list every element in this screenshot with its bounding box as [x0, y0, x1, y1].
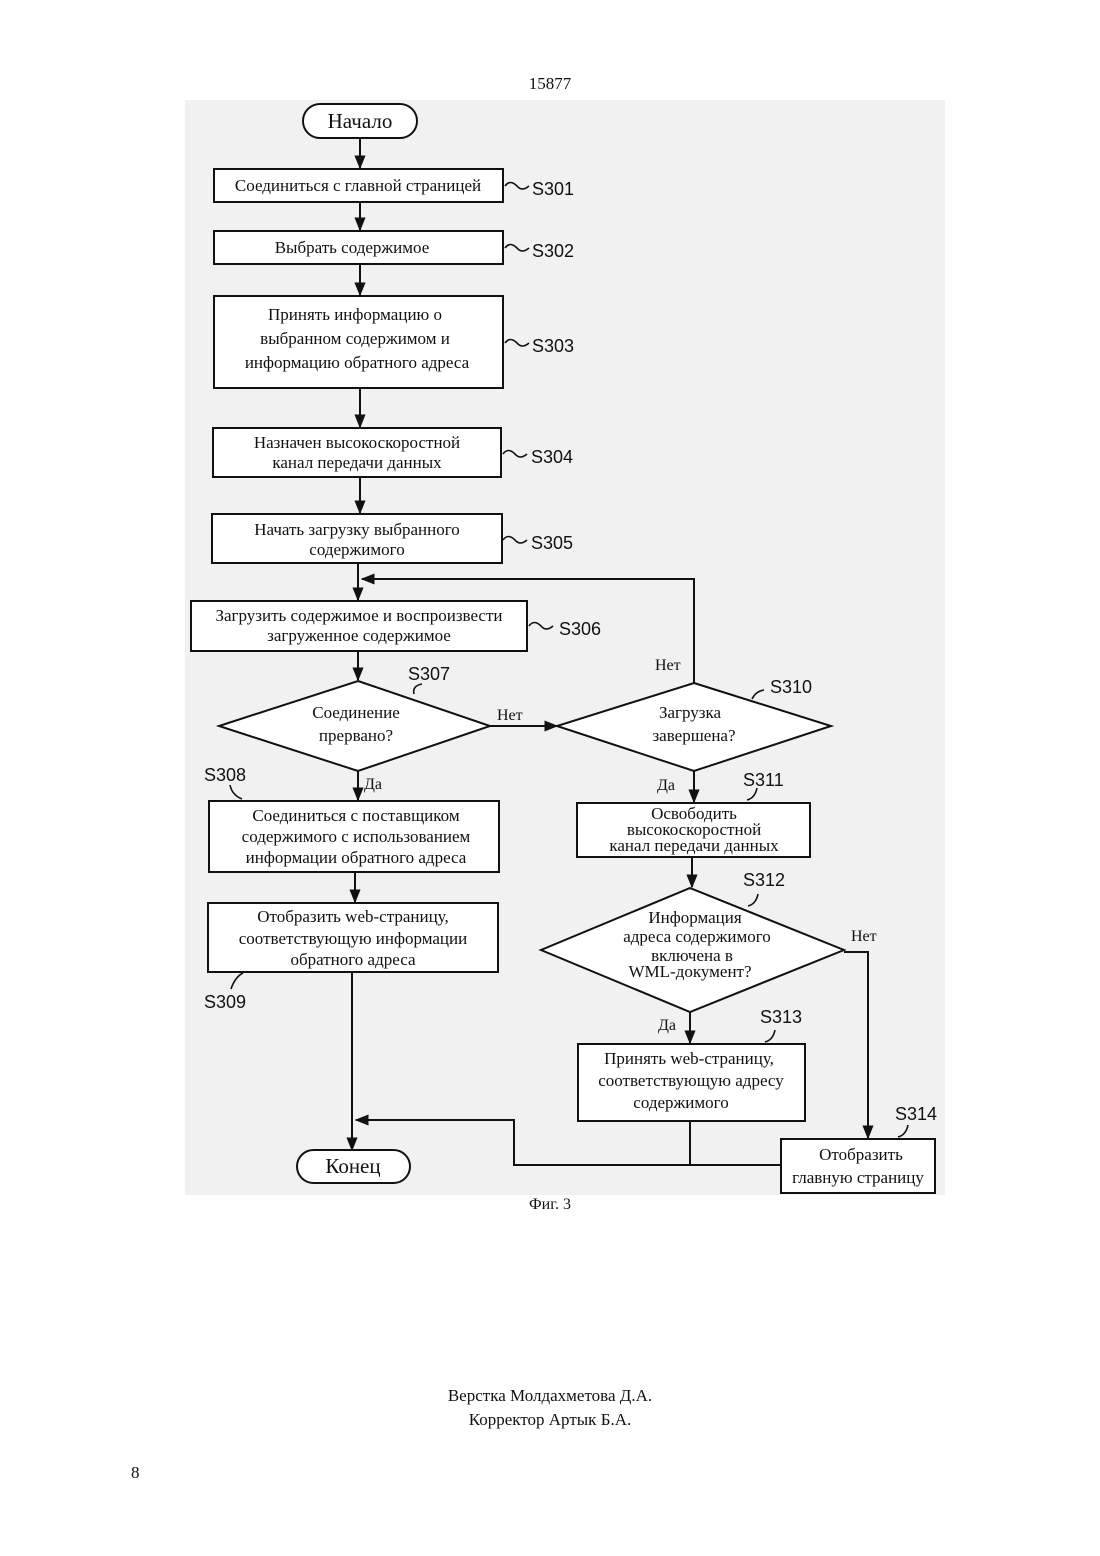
flowchart-figure: Начало Конец Соединиться с главной стран…	[185, 100, 945, 1195]
s310-text-line-1: Загрузка	[659, 703, 722, 722]
s304-text-line-1: Назначен высокоскоростной	[254, 433, 460, 452]
s313-step-label: S313	[760, 1007, 802, 1027]
s313-leader	[765, 1030, 775, 1042]
s307-leader	[414, 684, 422, 694]
s305-leader	[503, 537, 527, 544]
s310-step-label: S310	[770, 677, 812, 697]
s312-yes-label: Да	[658, 1017, 676, 1034]
s306-leader	[529, 623, 553, 630]
s304-text-line-2: канал передачи данных	[272, 453, 442, 472]
figure-caption: Фиг. 3	[0, 1196, 1100, 1214]
s310-yes-label: Да	[657, 777, 675, 794]
s310-text-line-2: завершена?	[652, 726, 735, 745]
s312-text-line-4: WML-документ?	[628, 962, 751, 981]
s314-leader	[898, 1125, 908, 1137]
s314-text-line-2: главную страницу	[792, 1168, 924, 1187]
corrector-credit: Корректор Артык Б.А.	[0, 1408, 1100, 1432]
s301-text: Соединиться с главной страницей	[235, 176, 481, 195]
s303-text-line-2: выбранном содержимом и	[260, 329, 450, 348]
s301-leader	[505, 183, 529, 190]
s302-text: Выбрать содержимое	[275, 238, 430, 257]
s308-text-line-1: Соединиться с поставщиком	[252, 806, 459, 825]
s309-step-label: S309	[204, 992, 246, 1012]
page-number-bottom: 8	[131, 1463, 140, 1483]
s306-text-line-2: загруженное содержимое	[267, 626, 451, 645]
end-terminator: Конец	[297, 1150, 410, 1183]
s312-step-label: S312	[743, 870, 785, 890]
s308-text-line-3: информации обратного адреса	[246, 848, 467, 867]
s305-text-line-1: Начать загрузку выбранного	[254, 520, 460, 539]
s307-yes-label: Да	[364, 776, 382, 793]
s313-text-line-2: соответствующую адресу	[598, 1071, 784, 1090]
s308-leader	[230, 785, 242, 799]
s311-text-line-3: канал передачи данных	[609, 836, 779, 855]
s305-text-line-2: содержимого	[309, 540, 404, 559]
s312-text-line-2: адреса содержимого	[623, 927, 771, 946]
s303-text-line-1: Принять информацию о	[268, 305, 442, 324]
s301-step-label: S301	[532, 179, 574, 199]
s302-leader	[505, 245, 529, 252]
s304-step-label: S304	[531, 447, 573, 467]
arrow-s312-s314	[844, 952, 868, 1138]
s309-leader	[231, 973, 243, 989]
s312-no-label: Нет	[851, 928, 877, 945]
arrow-merge-end	[356, 1120, 781, 1165]
s303-text-line-3: информацию обратного адреса	[245, 353, 470, 372]
s310-no-label: Нет	[655, 657, 681, 674]
s304-leader	[503, 451, 527, 458]
s307-no-label: Нет	[497, 707, 523, 724]
credits-block: Верстка Молдахметова Д.А. Корректор Арты…	[0, 1384, 1100, 1432]
layout-credit: Верстка Молдахметова Д.А.	[0, 1384, 1100, 1408]
s310-leader	[752, 690, 764, 699]
end-label: Конец	[325, 1154, 380, 1178]
s312-leader	[748, 894, 758, 906]
s303-step-label: S303	[532, 336, 574, 356]
s307-step-label: S307	[408, 664, 450, 684]
s303-leader	[505, 340, 529, 347]
s311-step-label: S311	[743, 770, 784, 790]
s306-step-label: S306	[559, 619, 601, 639]
s309-text-line-1: Отобразить web-страницу,	[257, 907, 448, 926]
s314-step-label: S314	[895, 1104, 937, 1124]
s313-text-line-3: содержимого	[633, 1093, 728, 1112]
s309-text-line-2: соответствующую информации	[239, 929, 467, 948]
s302-step-label: S302	[532, 241, 574, 261]
start-label: Начало	[328, 109, 393, 133]
s308-text-line-2: содержимого с использованием	[242, 827, 471, 846]
s313-text-line-1: Принять web-страницу,	[604, 1049, 774, 1068]
s307-text-line-2: прервано?	[319, 726, 393, 745]
flowchart-canvas: Начало Конец Соединиться с главной стран…	[185, 100, 945, 1195]
s306-text-line-1: Загрузить содержимое и воспроизвести	[215, 606, 502, 625]
s312-text-line-1: Информация	[648, 908, 742, 927]
s308-step-label: S308	[204, 765, 246, 785]
s314-text-line-1: Отобразить	[819, 1145, 903, 1164]
start-terminator: Начало	[303, 104, 417, 138]
s305-step-label: S305	[531, 533, 573, 553]
s309-text-line-3: обратного адреса	[290, 950, 415, 969]
s307-text-line-1: Соединение	[312, 703, 400, 722]
page-number-top: 15877	[0, 74, 1100, 94]
